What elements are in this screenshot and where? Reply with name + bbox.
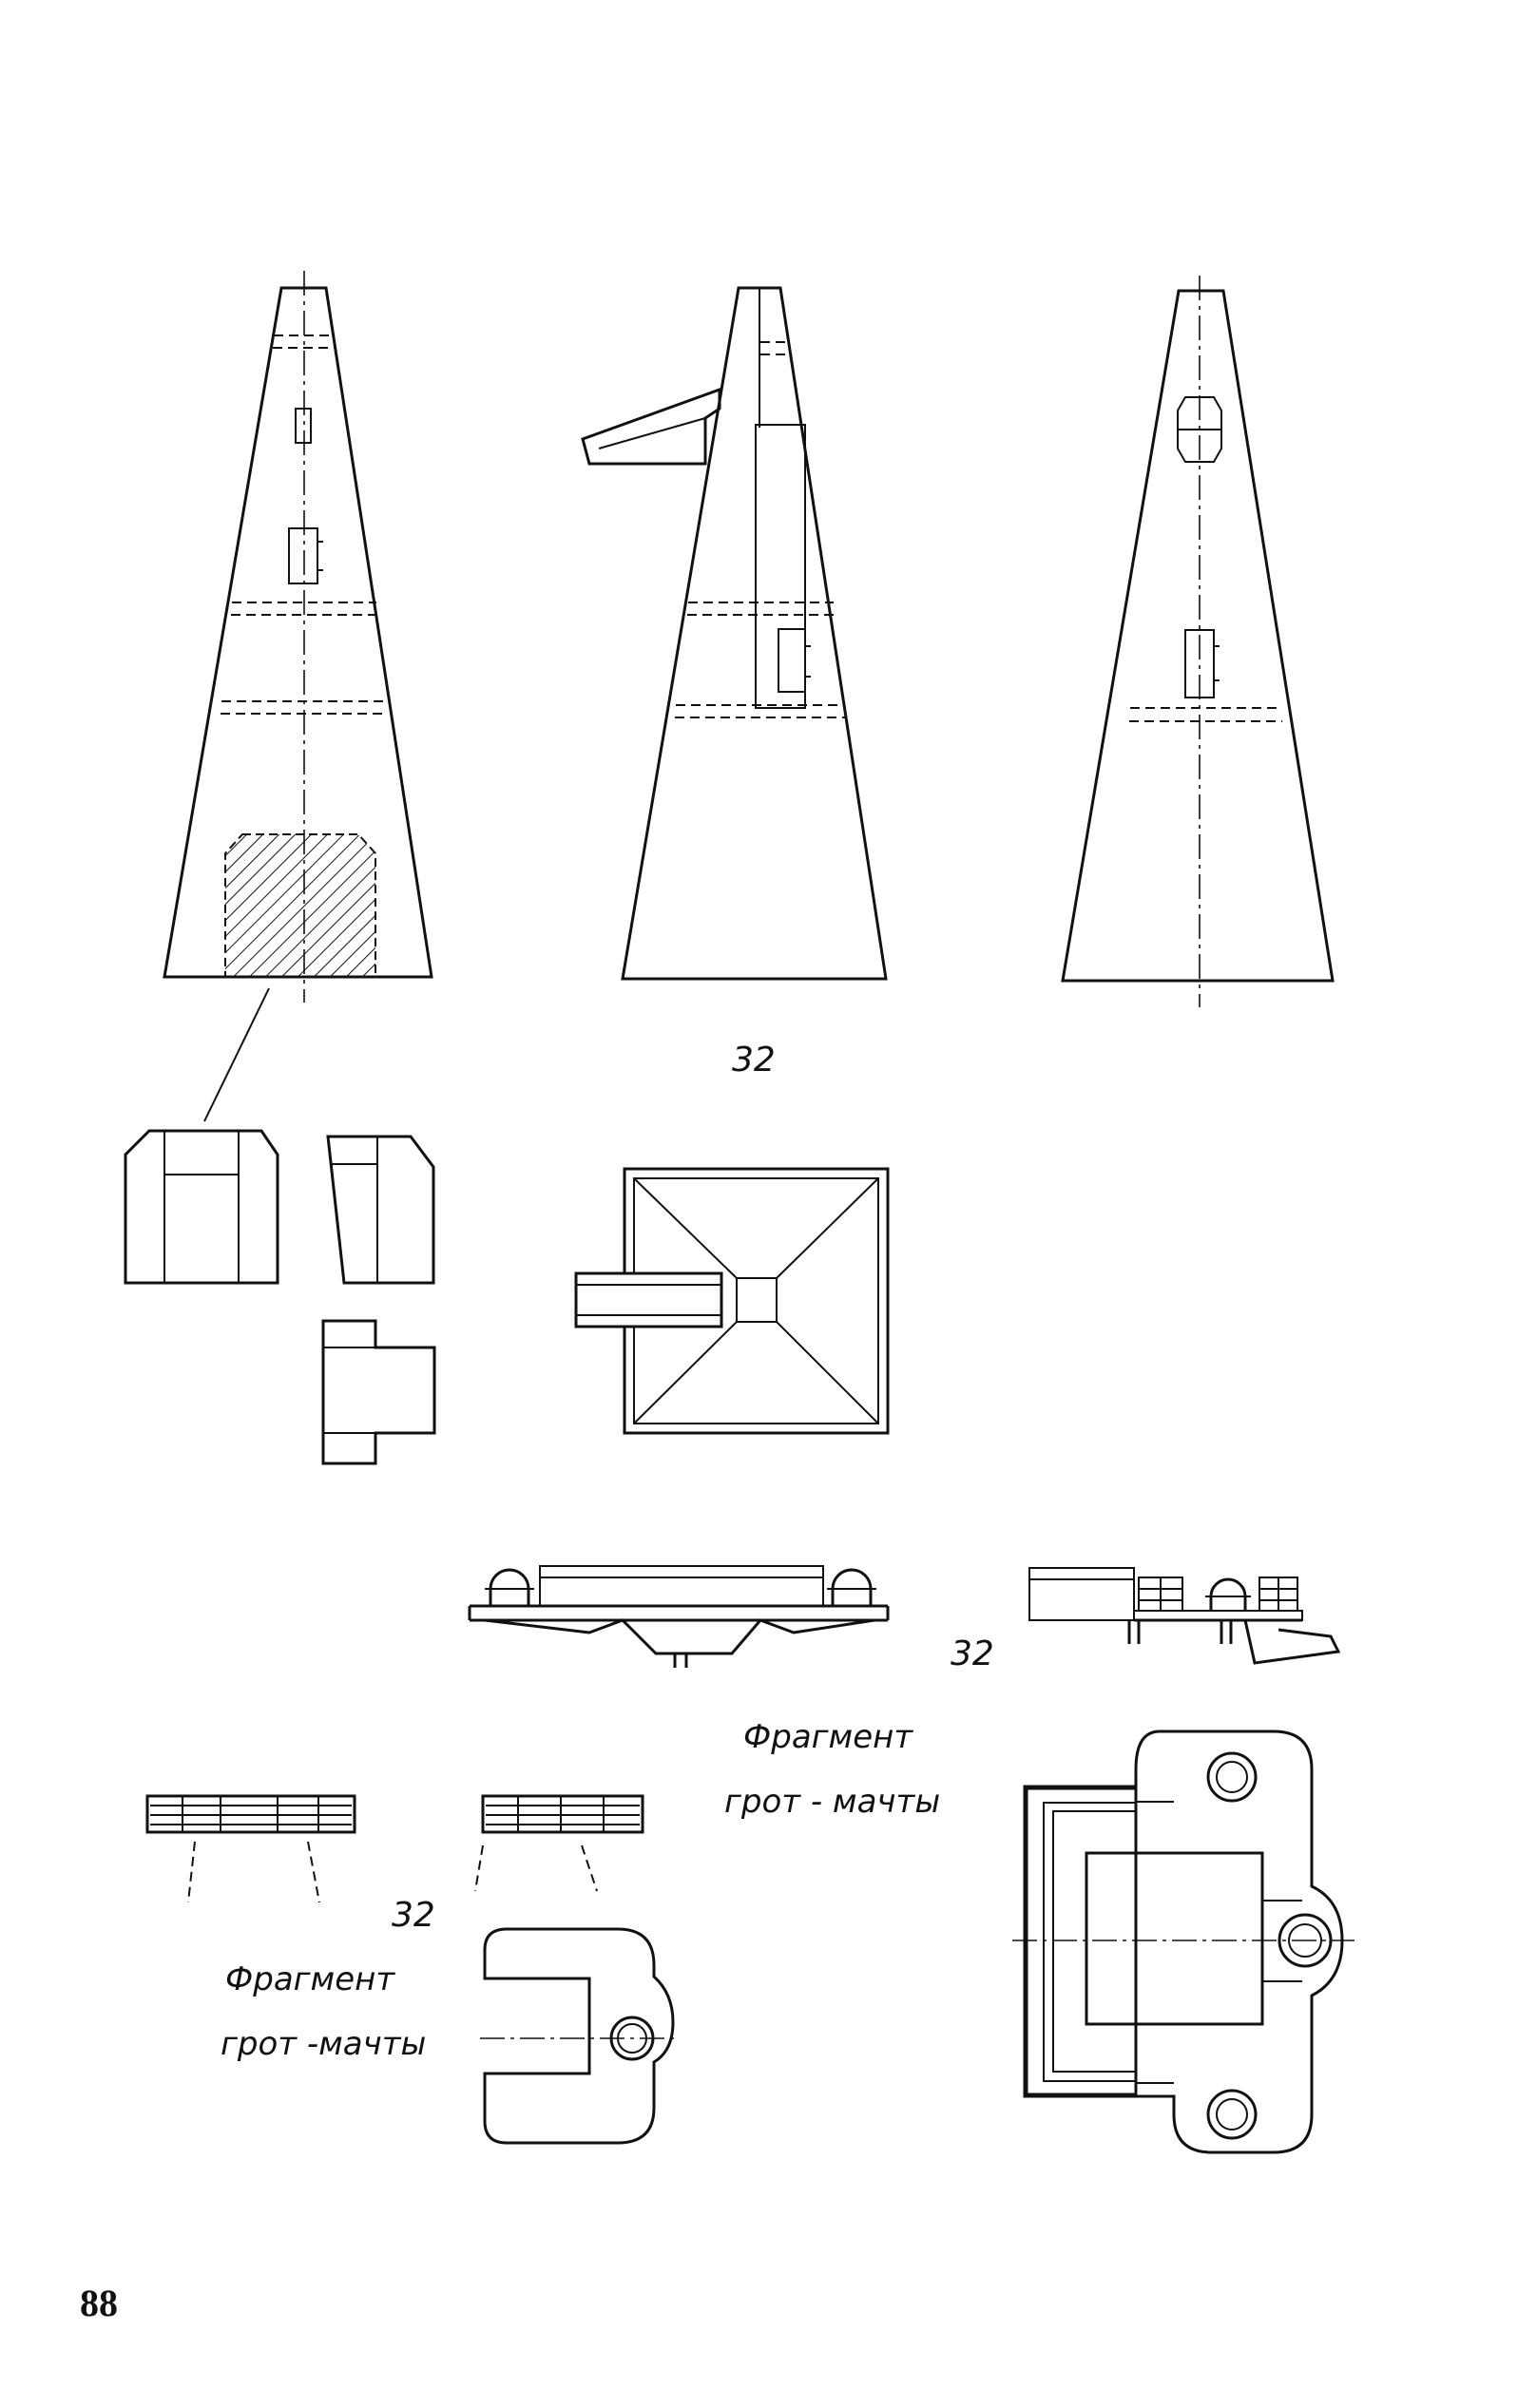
mast-front-view [163, 271, 433, 1122]
mast-rear-view [1061, 276, 1335, 1007]
platform-top-view [574, 1167, 890, 1435]
detail-block-top [321, 1319, 436, 1465]
fitting-strip-left [145, 1794, 356, 1903]
detail-block-side [326, 1135, 435, 1285]
caption-fragment-right-line1: Фрагмент [743, 1718, 913, 1756]
fitting-strip-right [474, 1794, 644, 1892]
mast-side-view [581, 286, 888, 981]
caption-fragment-left-line2: грот -мачты [221, 2025, 427, 2063]
detail-block-front [124, 1129, 279, 1285]
deck-piece-side-view [1028, 1567, 1341, 1665]
page-number: 88 [80, 2282, 118, 2324]
part-number-label: 32 [392, 1896, 435, 1935]
mast-fragment-small [480, 1927, 677, 2145]
mast-fragment-large [1012, 1730, 1354, 2154]
caption-fragment-left-line1: Фрагмент [225, 1960, 395, 1998]
part-number-label: 32 [732, 1041, 776, 1080]
part-number-label: 32 [951, 1634, 994, 1673]
platform-side-view [468, 1565, 890, 1668]
caption-fragment-right-line2: грот - мачты [724, 1783, 941, 1821]
